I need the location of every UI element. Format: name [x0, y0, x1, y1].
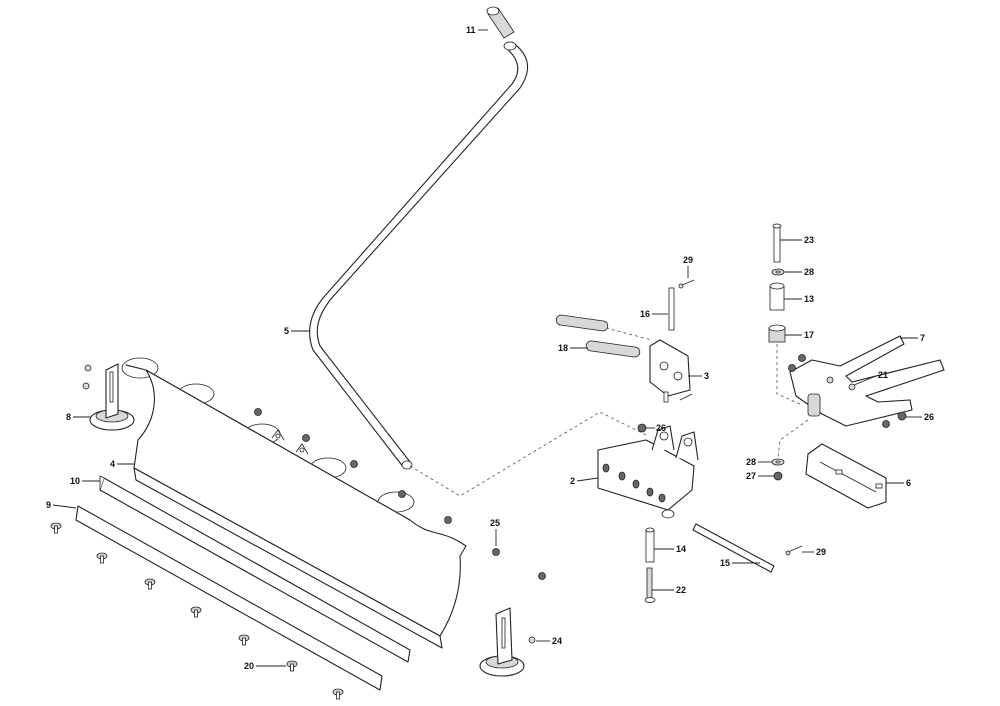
label-21: 21: [878, 370, 888, 380]
label-13: 13: [804, 294, 814, 304]
skid-shoe-right: [479, 607, 536, 677]
label-28-lower: 28: [746, 457, 756, 467]
label-29-upper: 29: [683, 255, 693, 265]
clip-29-upper: [678, 279, 695, 289]
washer-28-upper: [771, 268, 785, 276]
label-5: 5: [284, 326, 289, 336]
label-10: 10: [70, 476, 80, 486]
label-2: 2: [570, 476, 575, 486]
hitch-frame: [789, 335, 945, 427]
rod-15: [692, 523, 775, 573]
nut-26-bracket: [637, 423, 647, 433]
label-25: 25: [490, 518, 500, 528]
skid-shoe-left: [82, 363, 135, 431]
assembly-line-handle: [409, 411, 649, 497]
nut-26-frame-a: [897, 411, 907, 421]
label-29-rod: 29: [816, 547, 826, 557]
label-8: 8: [66, 412, 71, 422]
bushing-17: [768, 324, 786, 343]
label-7: 7: [920, 333, 925, 343]
label-23: 23: [804, 235, 814, 245]
pivot-bracket: [597, 425, 699, 519]
nut-frame-c: [798, 354, 806, 362]
pin-16: [668, 287, 675, 331]
nut-frame-d: [788, 364, 796, 372]
bolt-22: [644, 567, 656, 603]
clip-29-rod: [785, 545, 803, 556]
tension-springs: [555, 314, 641, 358]
wear-strip: [99, 475, 411, 663]
cutting-edge: [75, 505, 383, 691]
pin-14: [645, 527, 655, 563]
part-labels: 11 5 4 8 10 9 20 25 24 29 16 18 3 26 2 1…: [46, 25, 934, 671]
handle-tube: [309, 41, 529, 470]
spacer-13: [769, 282, 785, 311]
bolt-23: [772, 223, 782, 263]
nut-26-frame-b: [882, 420, 890, 428]
label-26-bracket: 26: [656, 423, 666, 433]
mount-bracket: [805, 443, 887, 509]
handle-grip: [486, 6, 515, 39]
carriage-bolts: [50, 522, 344, 700]
washer-28-lower: [771, 458, 785, 466]
label-3: 3: [704, 371, 709, 381]
assembly-line-spring: [605, 327, 653, 341]
blade-nuts: [254, 408, 546, 580]
label-22: 22: [676, 585, 686, 595]
label-17: 17: [804, 330, 814, 340]
assembly-line-hitch-lower: [777, 419, 809, 459]
label-28-upper: 28: [804, 267, 814, 277]
label-15: 15: [720, 558, 730, 568]
label-14: 14: [676, 544, 686, 554]
assembly-line-hitch: [776, 344, 801, 405]
label-9: 9: [46, 500, 51, 510]
plow-blade: [121, 357, 467, 649]
label-27: 27: [746, 471, 756, 481]
clip-29-lower-bracket: [679, 393, 693, 401]
label-24: 24: [552, 636, 562, 646]
label-4: 4: [110, 459, 115, 469]
nut-27: [773, 471, 783, 481]
label-6: 6: [906, 478, 911, 488]
label-11: 11: [466, 25, 476, 35]
label-20: 20: [244, 661, 254, 671]
label-16: 16: [640, 309, 650, 319]
bolt-21: [848, 379, 867, 391]
hinge-plate: [649, 339, 691, 403]
label-26-frame: 26: [924, 412, 934, 422]
label-18: 18: [558, 343, 568, 353]
